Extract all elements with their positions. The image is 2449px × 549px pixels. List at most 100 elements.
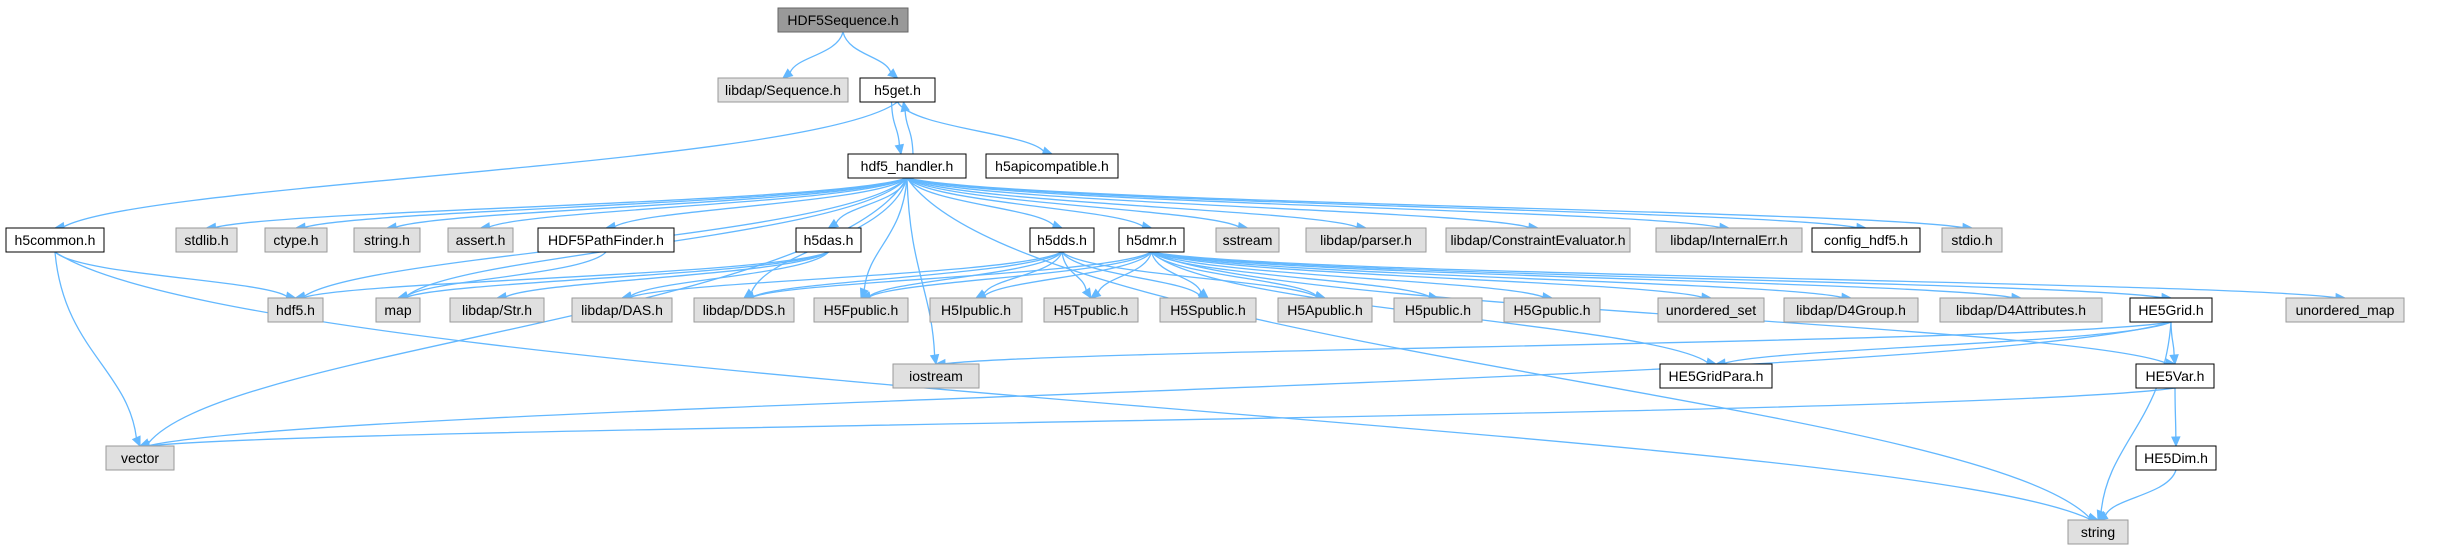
edge-he5grid-h-to-vector	[138, 321, 2172, 451]
edge-line	[489, 177, 908, 228]
edge-line	[1061, 251, 1087, 291]
edge-line	[1150, 251, 1202, 293]
edge-hdf5-handler-h-to-assert-h	[479, 177, 908, 232]
node-box	[2135, 363, 2215, 389]
node-label: libdap/D4Group.h	[1796, 302, 1906, 318]
edge-line	[1151, 251, 1703, 298]
node-libdap-d4attributes-h: libdap/D4Attributes.h	[1939, 297, 2103, 323]
edge-h5common-h-to-string	[54, 251, 2100, 524]
node-h5apicompatible-h[interactable]: h5apicompatible.h	[985, 153, 1119, 179]
node-label: config_hdf5.h	[1824, 232, 1908, 248]
node-box	[693, 297, 795, 323]
node-h5dmr-h[interactable]: h5dmr.h	[1118, 227, 1185, 253]
edge-he5var-h-to-he5dim-h	[2171, 387, 2181, 448]
edge-hdf5-handler-h-to-libdap-constraintevaluator-h	[906, 177, 1540, 233]
node-label: ctype.h	[273, 232, 318, 248]
node-label: libdap/Str.h	[462, 302, 532, 318]
node-box	[2285, 297, 2405, 323]
node-libdap-sequence-h: libdap/Sequence.h	[717, 77, 849, 103]
node-label: libdap/D4Attributes.h	[1956, 302, 2086, 318]
node-box	[1305, 227, 1427, 253]
node-stdio-h: stdio.h	[1941, 227, 2003, 253]
edge-h5common-h-to-hdf5-h	[54, 251, 297, 301]
node-libdap-parser-h: libdap/parser.h	[1305, 227, 1427, 253]
edge-line	[1151, 251, 1544, 298]
node-h5get-h[interactable]: h5get.h	[859, 77, 936, 103]
node-label: map	[384, 302, 411, 318]
node-label: h5get.h	[874, 82, 921, 98]
edge-line	[890, 101, 901, 146]
arrowhead-icon	[1090, 288, 1102, 299]
node-label: libdap/parser.h	[1320, 232, 1412, 248]
node-he5var-h[interactable]: HE5Var.h	[2135, 363, 2215, 389]
node-box	[447, 227, 514, 253]
node-label: HDF5Sequence.h	[787, 12, 898, 28]
node-ctype-h: ctype.h	[264, 227, 328, 253]
edge-hdf5sequence-h-to-libdap-sequence-h	[782, 31, 844, 79]
edge-line	[906, 177, 936, 356]
arrowhead-icon	[2171, 436, 2181, 448]
node-label: unordered_set	[1666, 302, 1756, 318]
edge-line	[148, 321, 2172, 447]
edge-line	[304, 251, 829, 298]
node-label: libdap/DDS.h	[703, 302, 786, 318]
edge-line	[630, 251, 829, 297]
edge-line	[906, 177, 2090, 518]
edge-hdf5-handler-h-to-libdap-internalerr-h	[906, 177, 1731, 233]
node-box	[1118, 227, 1185, 253]
edge-h5dds-h-to-h5ipublic-h	[974, 251, 1063, 299]
edge-line	[2170, 321, 2175, 356]
arrowhead-icon	[1081, 287, 1092, 300]
node-hdf5pathfinder-h[interactable]: HDF5PathFinder.h	[537, 227, 675, 253]
node-box	[1029, 227, 1095, 253]
node-label: HE5GridPara.h	[1669, 368, 1764, 384]
node-he5grid-h[interactable]: HE5Grid.h	[2129, 297, 2213, 323]
node-config-hdf5-h[interactable]: config_hdf5.h	[1811, 227, 1921, 253]
node-hdf5-handler-h[interactable]: hdf5_handler.h	[847, 153, 967, 179]
edge-line	[752, 251, 1063, 298]
node-box	[2067, 519, 2129, 545]
edge-hdf5sequence-h-to-h5get-h	[842, 31, 899, 79]
node-label: libdap/InternalErr.h	[1670, 232, 1788, 248]
edge-line	[63, 101, 898, 228]
node-h5dds-h[interactable]: h5dds.h	[1029, 227, 1095, 253]
node-box	[1811, 227, 1921, 253]
node-he5gridpara-h[interactable]: HE5GridPara.h	[1659, 363, 1773, 389]
edge-line	[906, 177, 1144, 227]
node-label: hdf5.h	[276, 302, 315, 318]
edge-line	[906, 177, 1358, 228]
node-hdf5sequence-h[interactable]: HDF5Sequence.h	[777, 7, 909, 33]
node-box	[1941, 227, 2003, 253]
node-h5common-h[interactable]: h5common.h	[5, 227, 105, 253]
edge-hdf5-handler-h-to-stdlib-h	[205, 177, 908, 233]
node-h5das-h[interactable]: h5das.h	[795, 227, 862, 253]
edge-line	[984, 251, 1153, 297]
node-label: H5Ipublic.h	[941, 302, 1011, 318]
edge-line	[1097, 251, 1153, 293]
edge-line	[2104, 469, 2177, 516]
edge-line	[54, 251, 288, 297]
node-box	[777, 7, 909, 33]
arrowhead-icon	[2096, 510, 2109, 521]
node-box	[105, 445, 175, 471]
node-box	[449, 297, 545, 323]
node-label: hdf5_handler.h	[861, 158, 954, 174]
node-hdf5-h: hdf5.h	[267, 297, 324, 323]
node-box	[267, 297, 324, 323]
node-label: unordered_map	[2296, 302, 2395, 318]
edge-line	[752, 251, 1152, 298]
edge-line	[789, 31, 844, 73]
edge-h5dmr-h-to-h5tpublic-h	[1090, 251, 1153, 299]
node-box	[1393, 297, 1483, 323]
node-he5dim-h[interactable]: HE5Dim.h	[2135, 445, 2217, 471]
edge-line	[906, 177, 1721, 229]
node-box	[571, 297, 673, 323]
edge-line	[1151, 251, 2163, 299]
arrowhead-icon	[900, 100, 910, 113]
node-label: iostream	[909, 368, 963, 384]
edge-line	[215, 177, 908, 228]
node-box	[1783, 297, 1919, 323]
node-libdap-dds-h: libdap/DDS.h	[693, 297, 795, 323]
edge-line	[406, 251, 607, 297]
